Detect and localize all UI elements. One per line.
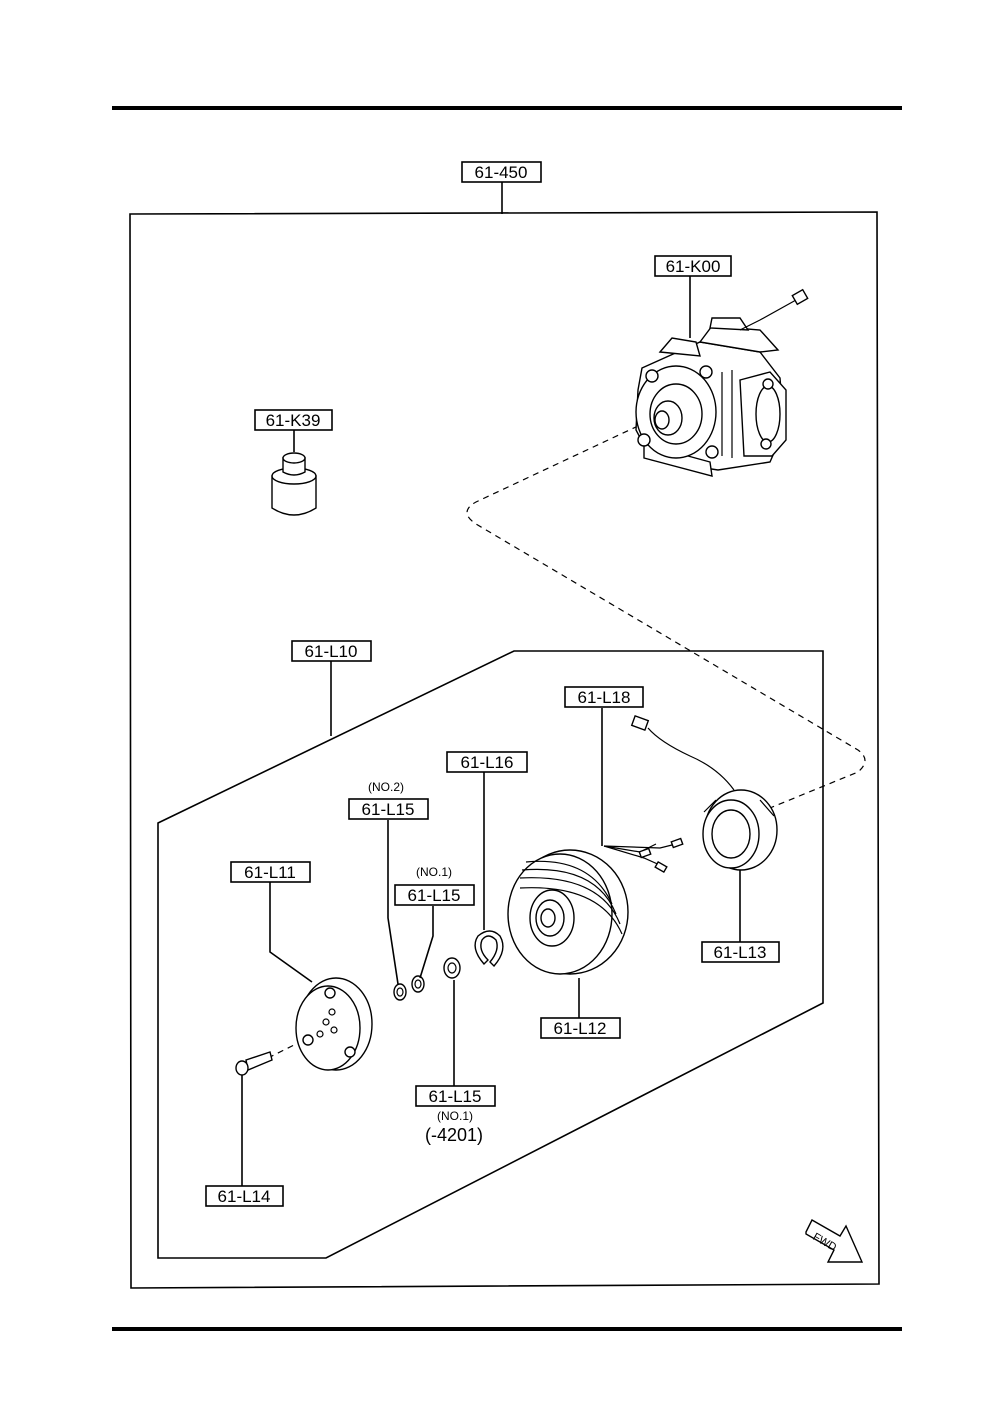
label-clutch-assy: 61-L10	[291, 640, 372, 662]
label-snap-ring: 61-L16	[446, 751, 528, 773]
shims-drawing	[393, 957, 461, 1001]
label-clutch-lead: 61-L18	[564, 686, 644, 708]
svg-text:(NO.2): (NO.2)	[368, 780, 404, 794]
clutch-assy-frame	[157, 650, 824, 1259]
svg-text:61-K39: 61-K39	[266, 411, 321, 430]
svg-text:(NO.1): (NO.1)	[437, 1109, 473, 1123]
assembly-dash-line	[466, 425, 866, 809]
bottom-rule	[112, 1327, 902, 1331]
svg-text:61-L14: 61-L14	[218, 1187, 271, 1206]
label-shim-no1: (NO.1) 61-L15	[394, 865, 475, 906]
svg-text:61-L15: 61-L15	[408, 886, 461, 905]
bolt-drawing	[235, 1051, 273, 1076]
lead-screws-drawing	[603, 837, 684, 874]
svg-text:61-L11: 61-L11	[244, 863, 296, 882]
label-shim-no2: (NO.2) 61-L15	[348, 780, 429, 820]
svg-text:61-L15: 61-L15	[429, 1087, 482, 1106]
hub-drawing	[295, 977, 373, 1071]
label-bolt: 61-L14	[205, 1185, 284, 1207]
svg-text:61-K00: 61-K00	[666, 257, 721, 276]
label-relief-valve: 61-K39	[254, 409, 333, 431]
svg-text:(NO.1): (NO.1)	[416, 865, 452, 879]
label-shim-no1b: 61-L15 (NO.1) (-4201)	[415, 1085, 496, 1145]
svg-text:61-L18: 61-L18	[578, 688, 631, 707]
label-stator: 61-L13	[701, 941, 780, 963]
clutch-lead-drawing	[630, 715, 735, 791]
snap-ring-drawing	[474, 930, 504, 968]
label-compressor: 61-K00	[654, 255, 732, 277]
svg-text:61-L12: 61-L12	[554, 1019, 607, 1038]
kit-frame	[129, 211, 880, 1289]
label-kit: 61-450	[461, 161, 542, 183]
relief-valve-drawing	[271, 429, 317, 516]
label-pulley: 61-L12	[540, 1017, 621, 1039]
svg-text:61-L16: 61-L16	[461, 753, 514, 772]
svg-text:61-450: 61-450	[475, 163, 528, 182]
top-rule	[112, 106, 902, 110]
label-hub: 61-L11	[230, 861, 311, 883]
leader-lines	[241, 276, 741, 1186]
svg-text:61-L15: 61-L15	[362, 800, 415, 819]
svg-text:61-L13: 61-L13	[714, 943, 767, 962]
stator-drawing	[702, 789, 778, 871]
pulley-drawing	[507, 849, 629, 975]
compressor-drawing	[635, 288, 809, 477]
fwd-arrow: FWD	[805, 1219, 864, 1263]
svg-text:(-4201): (-4201)	[425, 1125, 483, 1145]
svg-text:61-L10: 61-L10	[305, 642, 358, 661]
